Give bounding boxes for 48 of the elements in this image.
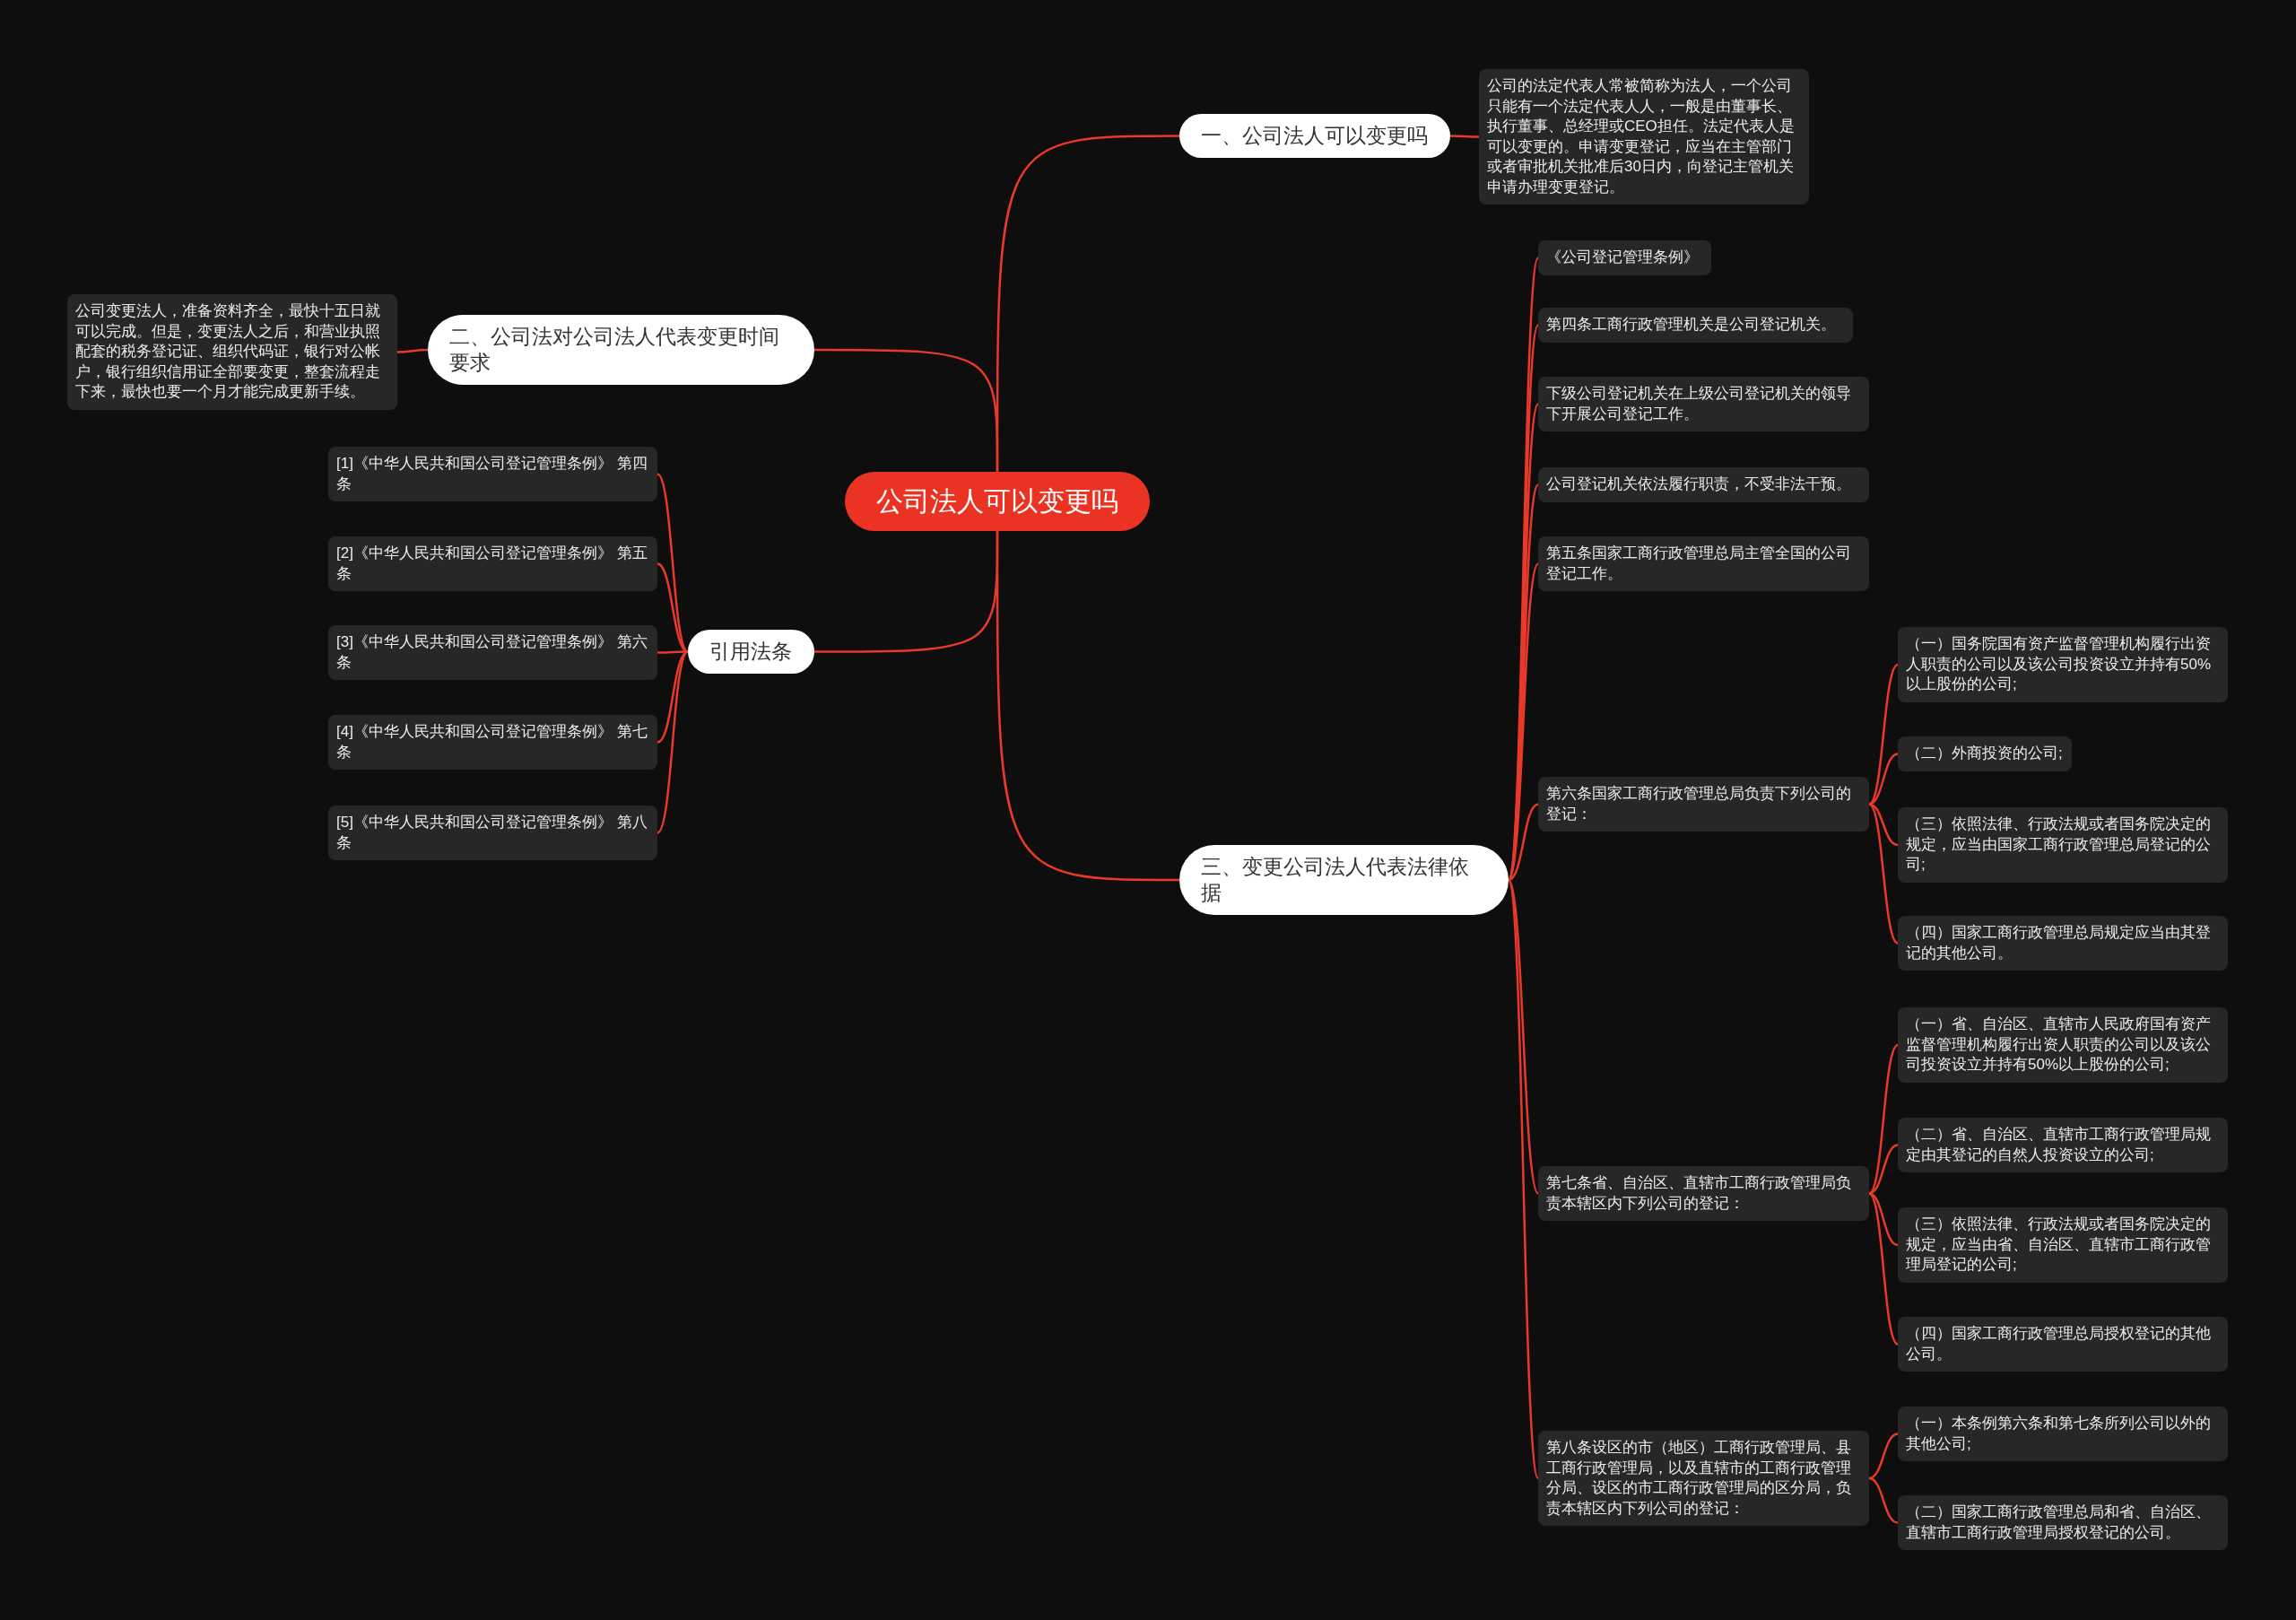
note-card: （二）省、自治区、直辖市工商行政管理局规定由其登记的自然人投资设立的公司;: [1898, 1118, 2228, 1172]
connector-line: [1868, 1192, 1899, 1346]
note-card: 公司的法定代表人常被简称为法人，一个公司只能有一个法定代表人人，一般是由董事长、执行董事、总经理或CEO担任。法定代表人是可以变更的。申请变更登记，应当在主管部门或者审批机关批准后30日内，向登记主管机关申请办理变更登记。: [1479, 69, 1809, 205]
topic-pill: 引用法条: [688, 630, 814, 674]
note-card: 公司变更法人，准备资料齐全，最快十五日就可以完成。但是，变更法人之后，和营业执照配套的税务登记证、组织代码证，银行对公帐户，银行组织信用证全部要变更，整套流程走下来，最快也要一个月才能完成更新手续。: [67, 294, 397, 410]
connector-line: [1450, 135, 1479, 138]
connector-line: [1868, 803, 1899, 847]
note-card: （四）国家工商行政管理总局规定应当由其登记的其他公司。: [1898, 916, 2228, 971]
note-card: 第五条国家工商行政管理总局主管全国的公司登记工作。: [1538, 536, 1869, 591]
connector-line: [1868, 664, 1899, 806]
note-card: 公司登记机关依法履行职责，不受非法干预。: [1538, 467, 1869, 502]
connector-line: [657, 650, 688, 654]
connector-line: [814, 348, 999, 472]
note-card: 下级公司登记机关在上级公司登记机关的领导下开展公司登记工作。: [1538, 377, 1869, 431]
connector-line: [1868, 1144, 1899, 1195]
note-card: （一）省、自治区、直辖市人民政府国有资产监督管理机构履行出资人职责的公司以及该公司投资设立并持有50%以上股份的公司;: [1898, 1007, 2228, 1083]
topic-pill: 三、变更公司法人代表法律依据: [1179, 845, 1509, 915]
note-card: [3]《中华人民共和国公司登记管理条例》 第六条: [328, 625, 657, 680]
note-card: （二）外商投资的公司;: [1898, 736, 2072, 771]
note-card: （四）国家工商行政管理总局授权登记的其他公司。: [1898, 1317, 2228, 1372]
connector-line: [1868, 1044, 1899, 1195]
note-card: 《公司登记管理条例》: [1538, 240, 1711, 275]
note-card: [4]《中华人民共和国公司登记管理条例》 第七条: [328, 715, 657, 770]
note-card: 第七条省、自治区、直辖市工商行政管理局负责本辖区内下列公司的登记：: [1538, 1166, 1869, 1221]
connector-line: [657, 562, 689, 653]
topic-pill: 一、公司法人可以变更吗: [1179, 114, 1450, 158]
note-card: （一）本条例第六条和第七条所列公司以外的其他公司;: [1898, 1407, 2228, 1461]
note-card: 第六条国家工商行政管理总局负责下列公司的登记：: [1538, 777, 1869, 832]
connector-line: [1868, 753, 1899, 806]
note-card: （三）依照法律、行政法规或者国务院决定的规定，应当由国家工商行政管理总局登记的公司;: [1898, 807, 2228, 883]
connector-line: [1868, 1476, 1899, 1524]
connector-line: [1508, 803, 1539, 882]
note-card: [5]《中华人民共和国公司登记管理条例》 第八条: [328, 806, 657, 860]
note-card: （二）国家工商行政管理总局和省、自治区、直辖市工商行政管理局授权登记的公司。: [1898, 1495, 2228, 1550]
note-card: 第八条设区的市（地区）工商行政管理局、县工商行政管理局，以及直辖市的工商行政管理分局、设区的市工商行政管理局的区分局，负责本辖区内下列公司的登记：: [1538, 1431, 1869, 1526]
note-card: （三）依照法律、行政法规或者国务院决定的规定，应当由省、自治区、直辖市工商行政管理局登记的公司;: [1898, 1207, 2228, 1283]
note-card: [2]《中华人民共和国公司登记管理条例》 第五条: [328, 536, 657, 591]
note-card: [1]《中华人民共和国公司登记管理条例》 第四条: [328, 447, 657, 501]
note-card: （一）国务院国有资产监督管理机构履行出资人职责的公司以及该公司投资设立并持有50%以上股份的公司;: [1898, 627, 2228, 702]
topic-pill: 二、公司法对公司法人代表变更时间要求: [428, 315, 814, 385]
connector-line: [397, 348, 428, 353]
connector-line: [1868, 803, 1899, 945]
connector-line: [1868, 1433, 1899, 1480]
connector-line: [657, 473, 689, 653]
connector-line: [657, 650, 689, 834]
central-topic: 公司法人可以变更吗: [845, 472, 1150, 531]
connector-line: [996, 531, 1179, 882]
note-card: 第四条工商行政管理机关是公司登记机关。: [1538, 308, 1853, 343]
